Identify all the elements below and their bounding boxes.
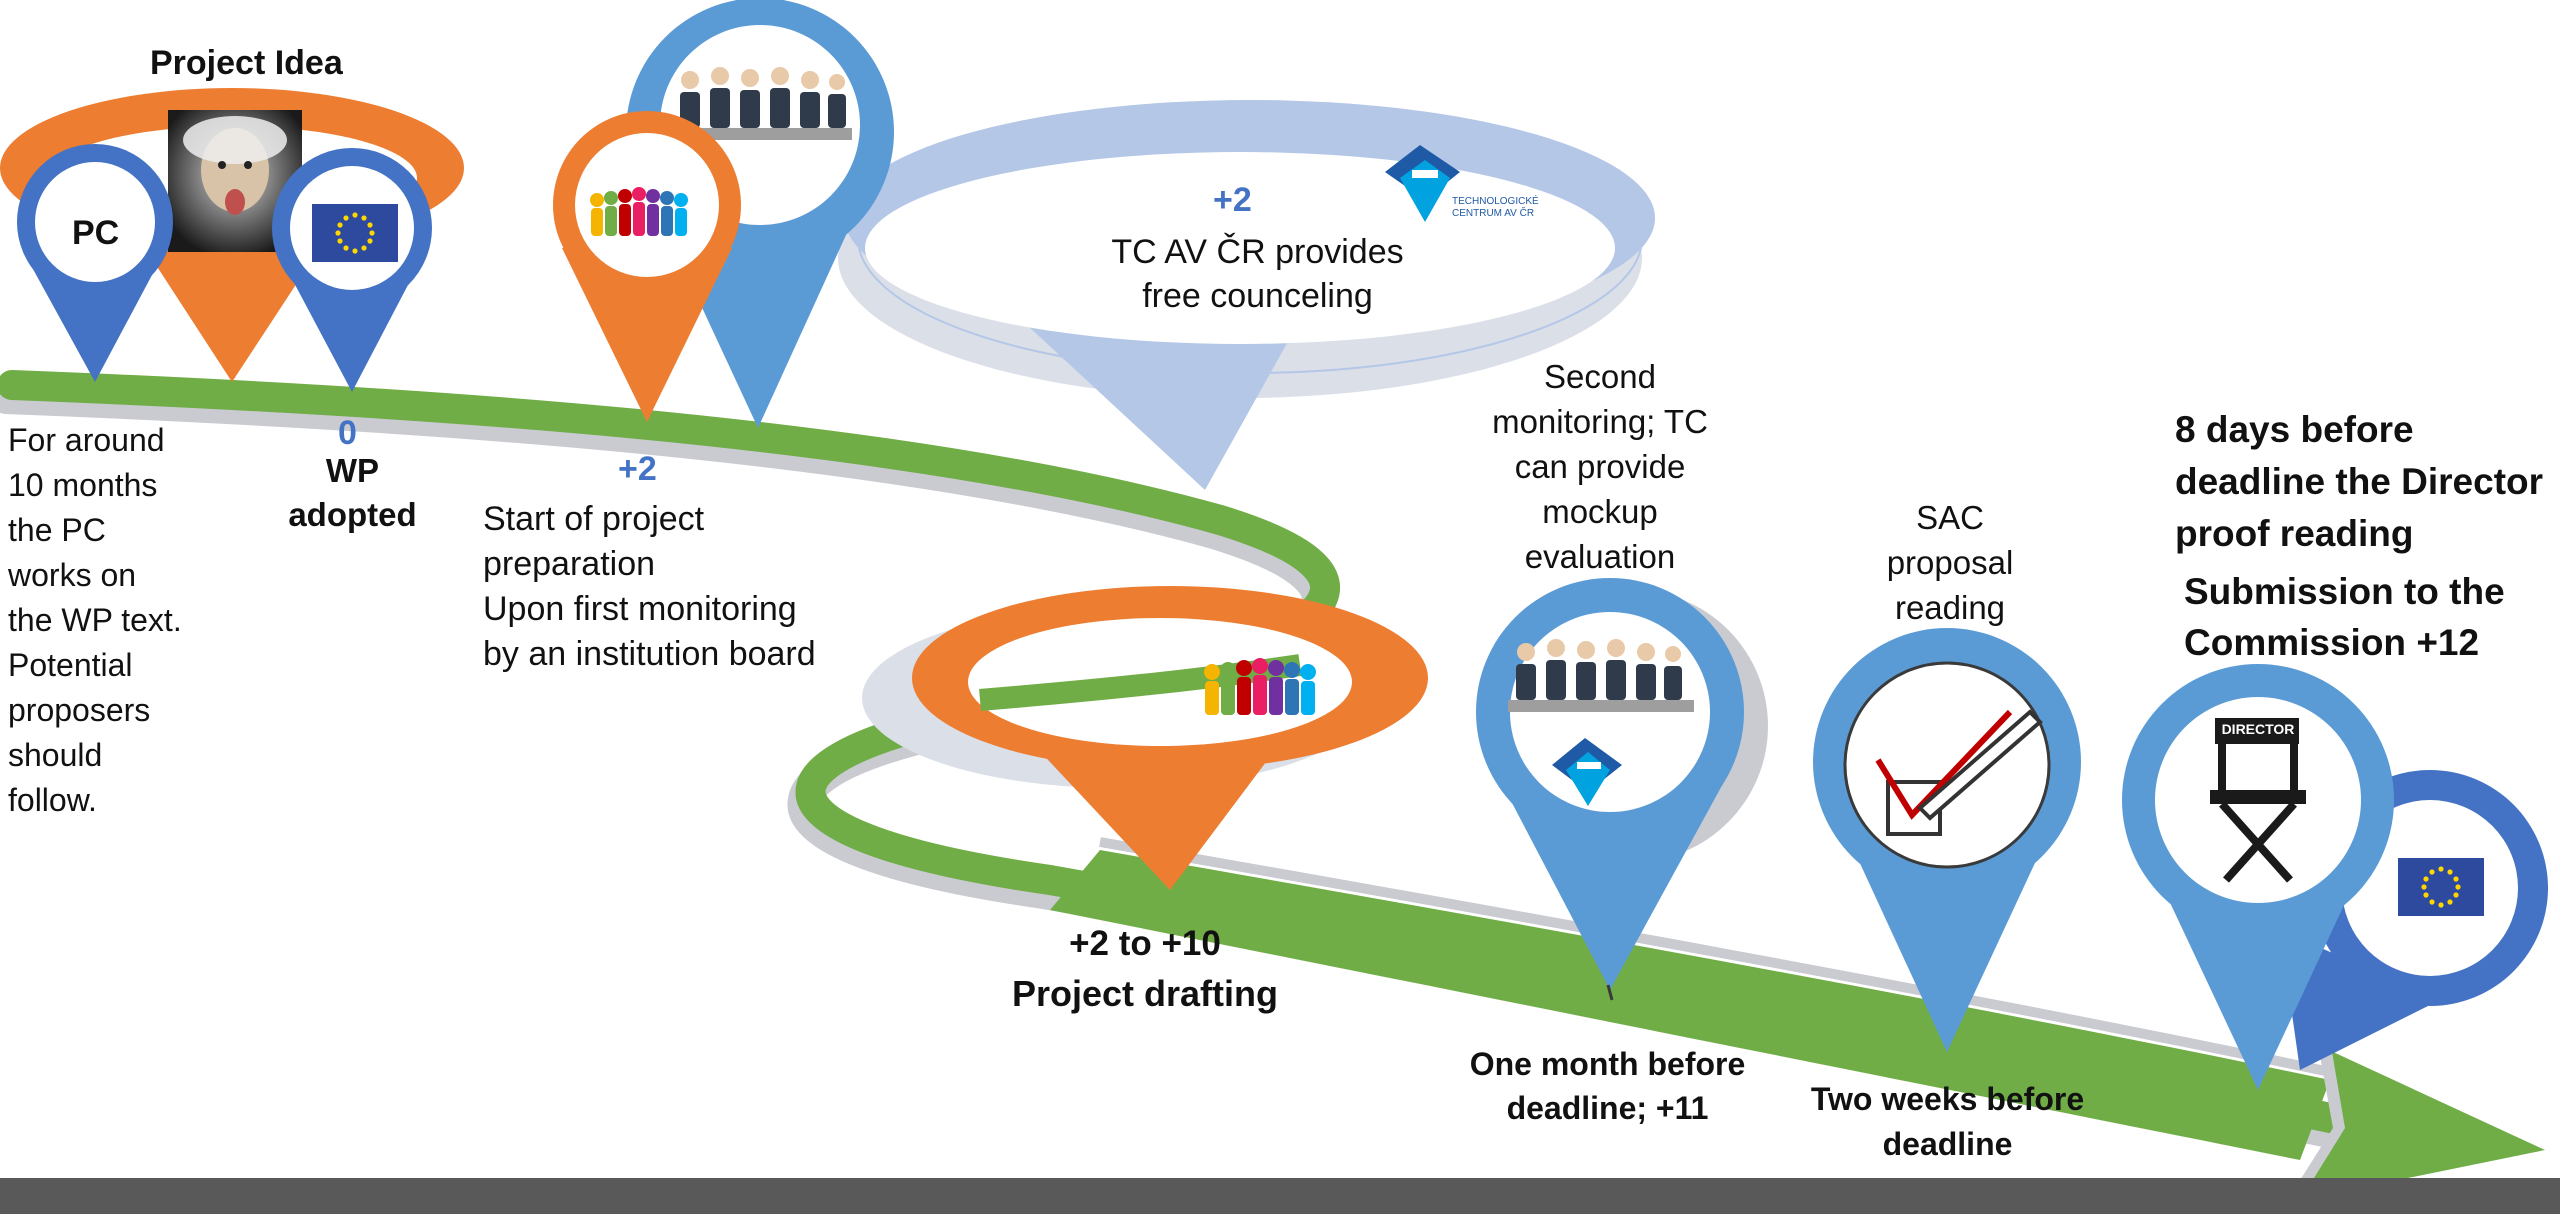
pin-wp-adopted [272,148,432,392]
tc-logo-icon [1385,145,1460,222]
eu-flag-icon [2398,858,2484,916]
footer-bar [0,1178,2560,1214]
wp-value: 0 [338,414,357,452]
meeting-table-icon [1508,639,1694,712]
tc-label: TC AV ČR provides free counceling [1111,233,1404,315]
submission-label: Submission to the Commission +12 [2184,571,2505,663]
road-arrowhead [2290,1040,2545,1200]
prep-label: Start of project preparation Upon first … [483,500,816,673]
tick-marker [1606,984,1614,1001]
prep-value: +2 [618,450,657,488]
pin-sac-reading [1813,628,2081,1052]
pin-second-monitoring [1476,578,1768,990]
meeting-table-icon [672,67,852,140]
drafting-value: +2 to +10 [1069,924,1221,963]
second-monitoring-label: Second monitoring; TC can provide mockup… [1492,358,1708,575]
drafting-label: Project drafting [1011,973,1279,1014]
pc-note: For around 10 months the PC works on the… [8,422,182,818]
director-chair-text: DIRECTOR [2221,721,2295,737]
pin-project-drafting [862,586,1428,890]
checkbox-icon [1875,709,2043,836]
pin-director [2122,664,2394,1090]
project-idea-label: Project Idea [150,44,343,82]
one-month-label: One month before deadline; +11 [1469,1046,1746,1126]
pin-pc [17,144,173,382]
two-weeks-label: Two weeks before deadline [1810,1081,2085,1162]
tc-logo-icon [1552,738,1622,806]
tc-value: +2 [1213,181,1252,219]
pc-label: PC [72,214,120,252]
tc-logo-text: TECHNOLOGICKÉ CENTRUM AV ČR [1452,196,1539,219]
director-reading-label: 8 days before deadline the Director proo… [2175,409,2544,554]
wp-label: WP adopted [288,452,417,533]
sac-reading-label: SAC proposal reading [1886,499,2014,626]
people-group-icon [590,187,688,236]
director-chair-icon [2210,718,2306,883]
people-group-icon [1204,658,1316,715]
pin-start-preparation [553,111,741,422]
eu-flag-icon [312,204,398,262]
